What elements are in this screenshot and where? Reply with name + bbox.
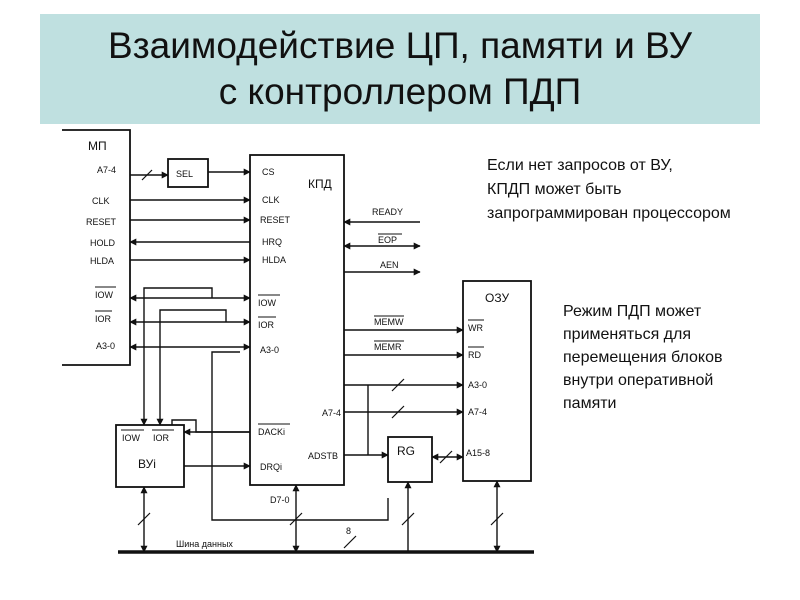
note-memory-mode-line: перемещения блоков — [563, 349, 723, 366]
vu-pin: IOW — [122, 433, 141, 443]
ozu-pin: WR — [468, 323, 483, 333]
kpd-pin: CLK — [262, 195, 280, 205]
note-memory-mode-line: применяться для — [563, 326, 692, 343]
kpd-pin: DRQi — [260, 462, 282, 472]
kpd-pin: D7-0 — [270, 495, 290, 505]
kpd-pin: MEMR — [374, 342, 402, 352]
vu-title: ВУi — [138, 457, 156, 471]
rg-label: RG — [397, 444, 415, 458]
ozu-title: ОЗУ — [485, 291, 509, 305]
kpd-pin: HLDA — [262, 255, 286, 265]
note-programming-line: запрограммирован процессором — [487, 205, 731, 222]
mp-pin: A7-4 — [97, 165, 116, 175]
kpd-pin: ADSTB — [308, 451, 338, 461]
mp-pin: IOW — [95, 290, 114, 300]
kpd-pin: A7-4 — [322, 408, 341, 418]
kpd-pin: MEMW — [374, 317, 404, 327]
mp-pin: CLK — [92, 196, 110, 206]
kpd-pin: IOR — [258, 320, 275, 330]
kpd-pin: HRQ — [262, 237, 282, 247]
note-memory-mode-line: памяти — [563, 395, 617, 412]
ozu-pin: A15-8 — [466, 448, 490, 458]
kpd-pin: RESET — [260, 215, 291, 225]
ozu-pin: A3-0 — [468, 380, 487, 390]
mp-pin: IOR — [95, 314, 112, 324]
note-programming-line: КПДП может быть — [487, 181, 622, 198]
kpd-title: КПД — [308, 177, 332, 191]
mp-pin: A3-0 — [96, 341, 115, 351]
note-programming-line: Если нет запросов от ВУ, — [487, 157, 673, 174]
vu-pin: IOR — [153, 433, 170, 443]
title-line-1: Взаимодействие ЦП, памяти и ВУ — [108, 25, 692, 66]
mp-title: МП — [88, 139, 107, 153]
mp-pin: RESET — [86, 217, 117, 227]
ozu-pin: RD — [468, 350, 481, 360]
kpd-pin: READY — [372, 207, 403, 217]
kpd-pin: AEN — [380, 260, 399, 270]
mp-pin: HOLD — [90, 238, 116, 248]
kpd-pin: CS — [262, 167, 275, 177]
kpd-pin: DACKi — [258, 427, 285, 437]
note-memory-mode-line: внутри оперативной — [563, 372, 714, 389]
kpd-pin: IOW — [258, 298, 277, 308]
note-programming: Если нет запросов от ВУ, КПДП может быть… — [487, 154, 731, 226]
note-memory-mode-line: Режим ПДП может — [563, 303, 702, 320]
note-memory-mode: Режим ПДП может применяться для перемеще… — [563, 300, 722, 415]
title-banner: Взаимодействие ЦП, памяти и ВУ с контрол… — [40, 14, 760, 124]
vu-block — [115, 424, 185, 488]
data-bus-label: Шина данных — [176, 539, 233, 549]
mp-block — [62, 129, 131, 366]
data-bus-width: 8 — [346, 526, 351, 536]
ozu-pin: A7-4 — [468, 407, 487, 417]
kpd-pin: A3-0 — [260, 345, 279, 355]
kpd-pin: EOP — [378, 235, 397, 245]
mp-pin: HLDA — [90, 256, 114, 266]
sel-label: SEL — [176, 169, 193, 179]
title-line-2: с контроллером ПДП — [218, 71, 582, 112]
